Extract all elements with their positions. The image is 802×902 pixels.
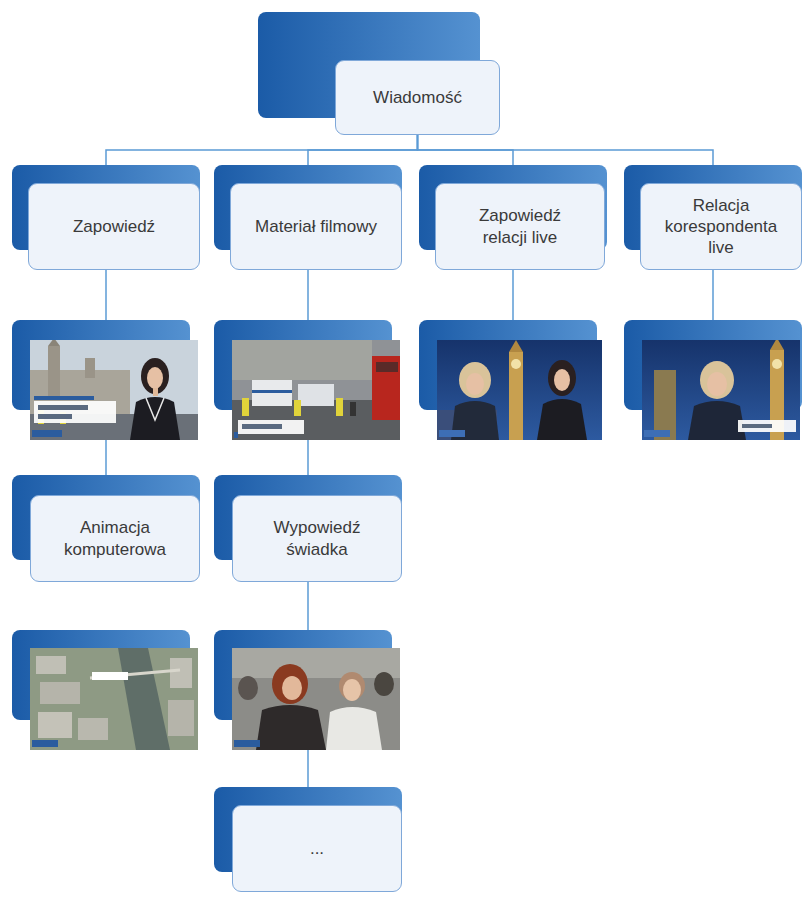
process-box: Relacja korespondenta live [640,183,802,270]
news-screenshot [232,340,400,440]
box-label: Wiadomość [373,87,462,108]
process-box: ... [232,805,402,892]
box-label: Relacja korespondenta live [658,195,784,259]
box-tabs [12,12,802,872]
process-box: Zapowiedź relacji live [435,183,605,270]
box-label: Materiał filmowy [255,216,377,237]
box-label: Wypowiedź świadka [254,517,380,560]
witness-screenshot [232,648,400,750]
process-box: Wypowiedź świadka [232,495,402,582]
news-screenshot [30,338,198,440]
box-label: Animacja komputerowa [52,517,178,560]
process-box: Animacja komputerowa [30,495,200,582]
box-label: Zapowiedź relacji live [457,205,583,248]
process-box: Zapowiedź [28,183,200,270]
box-label: Zapowiedź [73,216,155,237]
process-box: Wiadomość [335,60,500,135]
map-animation [30,648,198,750]
news-screenshot [437,340,602,440]
box-label: ... [310,838,324,859]
process-box: Materiał filmowy [230,183,402,270]
news-screenshot [642,338,800,440]
